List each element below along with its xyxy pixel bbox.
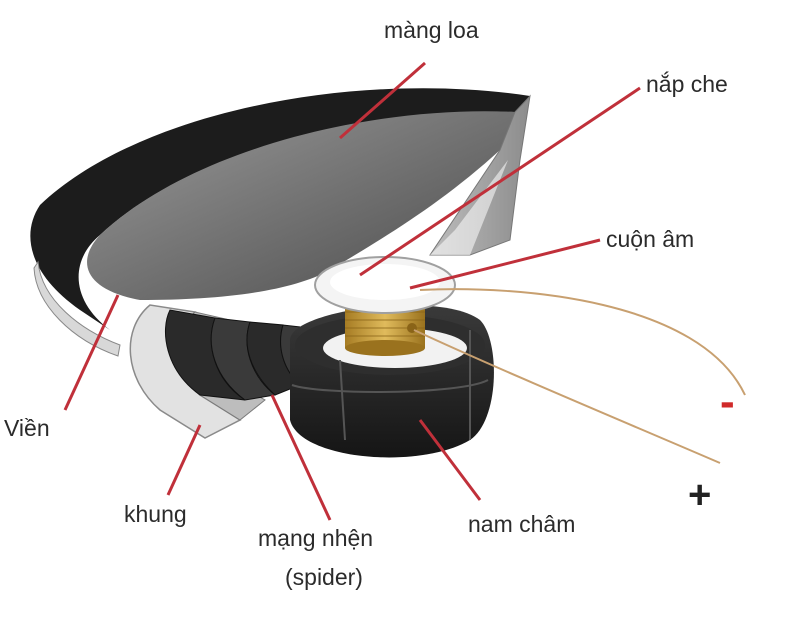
label-nam-cham: nam châm	[468, 511, 576, 537]
cone-diaphragm	[87, 94, 531, 300]
leader-mang-loa	[339, 61, 426, 140]
leader-nap-che	[359, 86, 641, 277]
leader-mang-nhen	[270, 394, 332, 521]
positive-terminal-sign: +	[688, 473, 712, 517]
lead-wires	[413, 288, 746, 464]
leader-lines	[63, 61, 641, 521]
label-cuon-am: cuộn âm	[606, 226, 695, 252]
label-spider: (spider)	[285, 564, 363, 590]
label-vien: Viền	[4, 415, 50, 441]
dust-cap	[314, 256, 456, 314]
leader-khung	[166, 424, 202, 496]
leader-cuon-am	[409, 238, 601, 290]
label-khung: khung	[124, 501, 187, 527]
negative-terminal-sign: -	[720, 377, 735, 426]
leader-vien	[63, 294, 120, 411]
label-mang-loa: màng loa	[384, 17, 479, 43]
leader-nam-cham	[418, 419, 482, 501]
surround-rim	[30, 88, 531, 357]
label-nap-che: nắp che	[646, 71, 728, 97]
label-mang-nhen: mạng nhện	[258, 525, 374, 551]
